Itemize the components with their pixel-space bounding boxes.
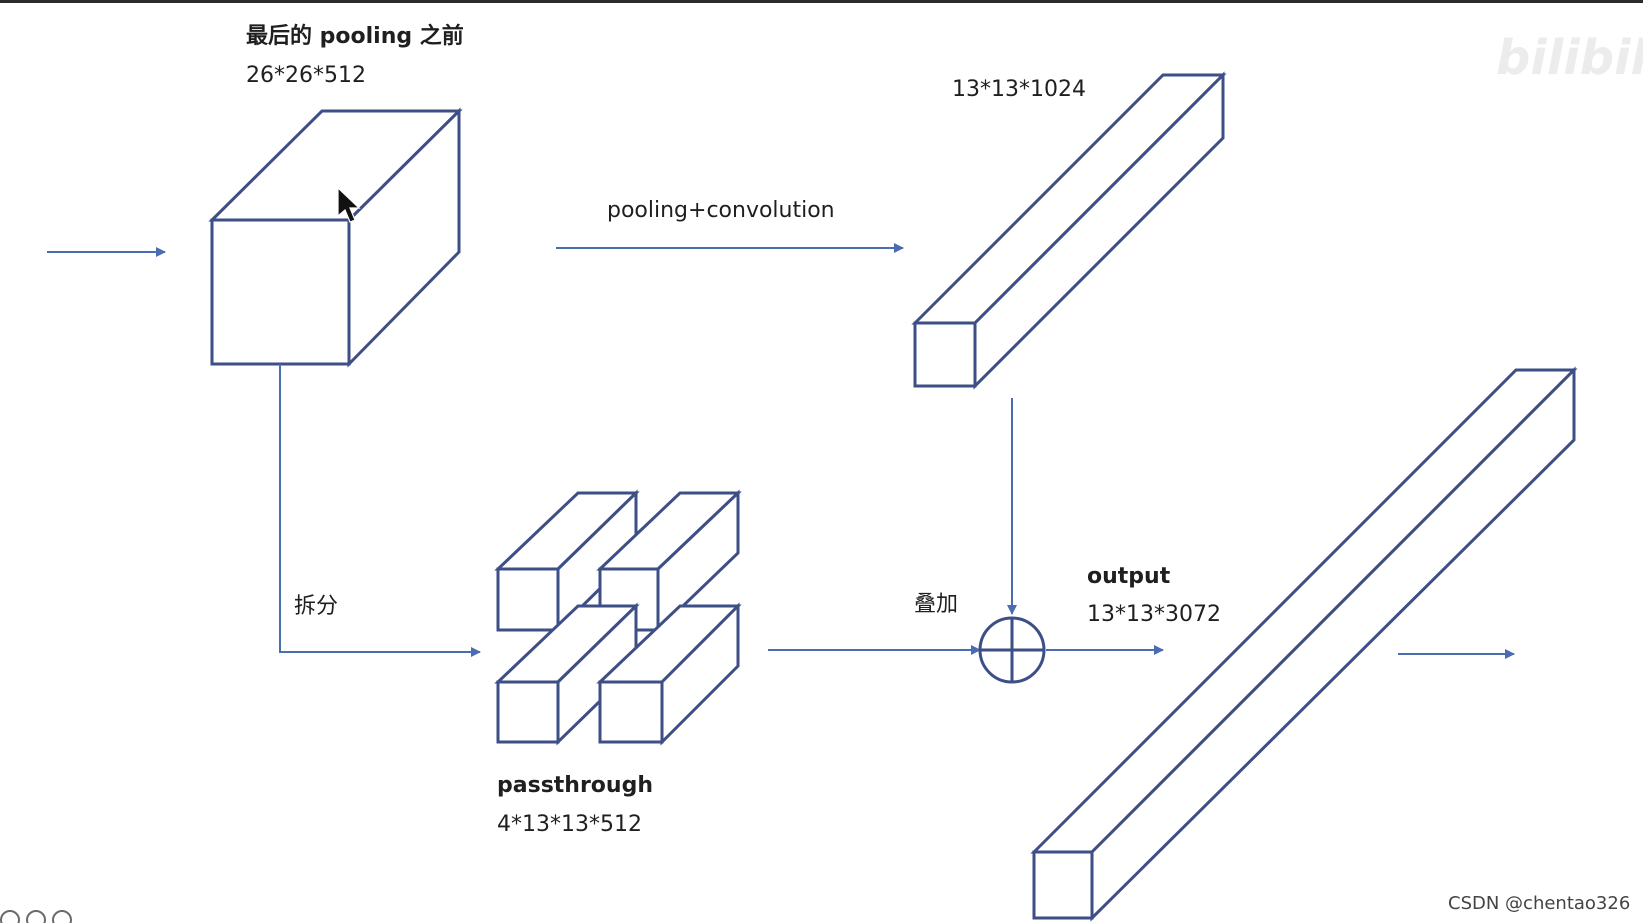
presentation-toolbar — [0, 910, 72, 923]
mouse-pointer-icon — [337, 186, 361, 223]
pool-conv-label: pooling+convolution — [607, 198, 835, 223]
passthrough-block-3 — [494, 602, 640, 746]
csdn-credit: CSDN @chentao326 — [1448, 893, 1631, 914]
passthrough-dims: 4*13*13*512 — [497, 812, 642, 837]
bilibili-watermark: bilibili — [1496, 30, 1643, 86]
before-pool-dims: 26*26*512 — [246, 63, 366, 88]
passthrough-blocks — [494, 489, 742, 746]
top-border — [0, 0, 1643, 3]
feature-bar-13x13x1024 — [911, 71, 1227, 390]
feature-cube-26x26x512 — [208, 107, 463, 368]
toolbar-zoom-icon[interactable] — [26, 910, 46, 923]
before-pool-title: 最后的 pooling 之前 — [246, 24, 464, 49]
stack-label: 叠加 — [914, 592, 959, 617]
passthrough-block-4 — [596, 602, 742, 746]
split-arrow — [279, 364, 481, 657]
toolbar-pen-icon[interactable] — [0, 910, 20, 923]
toolbar-circle-icon[interactable] — [52, 910, 72, 923]
conv-dims: 13*13*1024 — [952, 77, 1086, 102]
output-title: output — [1087, 564, 1171, 589]
output-dims: 13*13*3072 — [1087, 602, 1221, 627]
circled-plus-icon — [978, 616, 1046, 684]
output-bar-13x13x3072 — [1030, 366, 1578, 922]
passthrough-title: passthrough — [497, 773, 653, 798]
split-label: 拆分 — [294, 594, 339, 619]
